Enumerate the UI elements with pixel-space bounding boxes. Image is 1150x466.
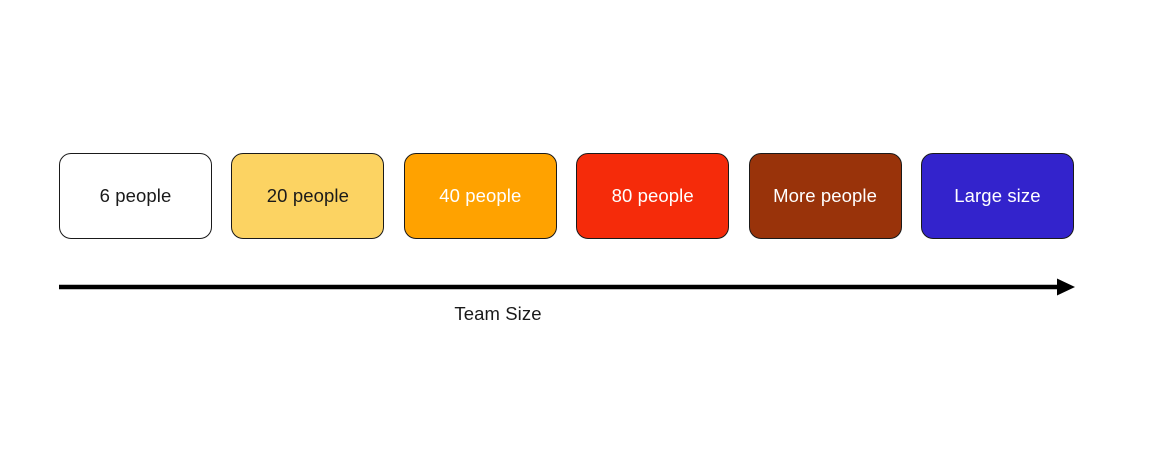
axis-caption-label: Team Size bbox=[454, 303, 542, 324]
stage-box-2[interactable]: 20 people bbox=[231, 153, 385, 239]
stage-box-label: 40 people bbox=[439, 184, 522, 206]
arrow-right-icon bbox=[1057, 278, 1075, 296]
stage-box-label: 20 people bbox=[266, 184, 349, 206]
stage-box-3[interactable]: 40 people bbox=[403, 153, 557, 239]
axis-caption: Team Size bbox=[0, 303, 1150, 325]
stage-box-6[interactable]: Large size bbox=[920, 153, 1074, 239]
stage-box-label: 6 people bbox=[99, 184, 172, 206]
stage-box-label: 80 people bbox=[611, 184, 694, 206]
stage-box-1[interactable]: 6 people bbox=[59, 153, 212, 239]
stage-box-5[interactable]: More people bbox=[748, 153, 902, 239]
stage-box-row: 6 people 20 people 40 people 80 people M… bbox=[59, 153, 1074, 239]
stage-box-label: Large size bbox=[954, 184, 1041, 206]
stage-box-label: More people bbox=[773, 184, 878, 206]
stage-box-4[interactable]: 80 people bbox=[576, 153, 730, 239]
axis-arrow bbox=[59, 276, 1076, 300]
